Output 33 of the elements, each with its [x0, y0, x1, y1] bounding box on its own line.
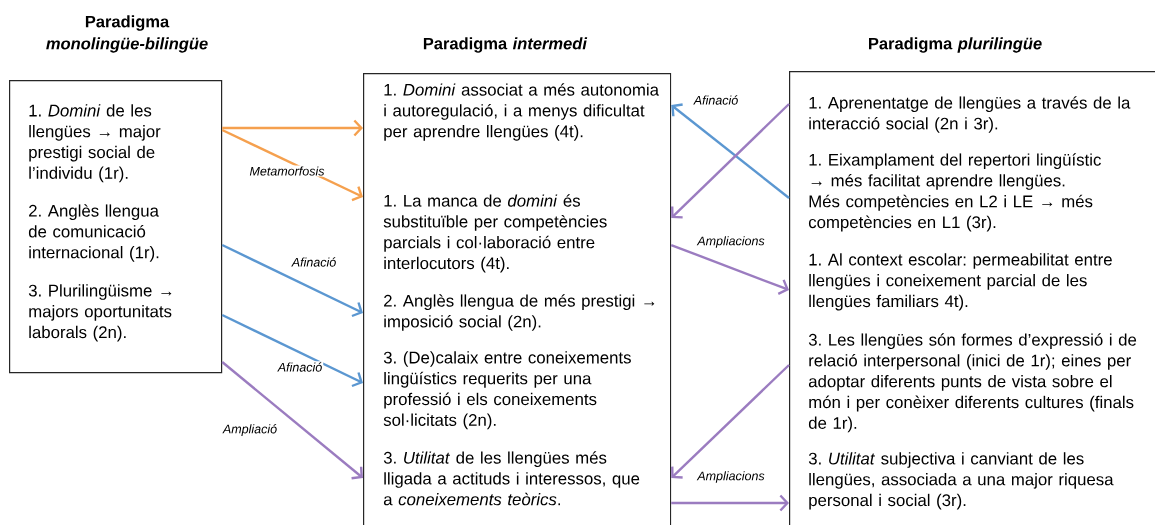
- arrow: [221, 313, 363, 388]
- list-item: 2. Anglès llengua de més prestigi → imposició social (2n).: [384, 294, 655, 331]
- column-heading: Paradigma monolingüe-bilingüe: [46, 15, 208, 53]
- list-item: 3. Utilitat subjectiva i canviant de les llengües, associada a una major riquesa personal i social (3r).: [808, 452, 1114, 510]
- arrow: [222, 119, 363, 137]
- column-heading: Paradigma plurilingüe: [869, 37, 1042, 53]
- list-item: 1. Aprenentatge de llengües a través de la interacció social (2n i 3r).: [809, 96, 1131, 133]
- edge-label: Metamorfosis: [248, 165, 326, 177]
- edge-label: Afinació: [692, 94, 740, 106]
- edge-label: Ampliacions: [696, 470, 766, 484]
- list-item: 1. La manca de domini és substituïble per competències parcials i col·laboració entre interlocutors (4t).: [383, 194, 607, 273]
- arrow: [671, 103, 790, 219]
- arrow: [671, 364, 790, 479]
- list-item: 1. Eixamplament del repertori lingüístic → més facilitat aprendre llengües. Més competències en L2 i LE → més competències en L1 (3r).: [808, 153, 1101, 232]
- edge-label: Ampliació: [221, 423, 279, 437]
- column-heading: Paradigma intermedi: [423, 37, 588, 53]
- arrow: [221, 361, 363, 480]
- arrow: [670, 243, 789, 295]
- list-item: 2. Anglès llengua de comunicació internacional (1r).: [28, 204, 159, 262]
- arrow: [221, 243, 363, 318]
- edge-label: Afinació: [276, 361, 324, 373]
- arrow: [671, 494, 789, 512]
- list-item: 1. Domini associat a més autonomia i autoregulació, i a menys dificultat per aprendre llengües (4t).: [384, 83, 659, 141]
- arrow: [221, 128, 363, 202]
- list-item: 3. Les llengües són formes d’expressió i de relació interpersonal (inici de 1r); eines per adoptar diferents punts de vista sobre el món i per conèixer diferents cultures (finals de 1r).: [808, 333, 1137, 433]
- edge-label: Afinació: [290, 256, 338, 268]
- list-item: 1. Domini de les llengües → major prestigi social de l’individu (1r).: [29, 104, 161, 183]
- list-item: 1. Al context escolar: permeabilitat entre llengües i coneixement parcial de les llengües familiars 4t).: [809, 253, 1112, 311]
- list-item: 3. Utilitat de les llengües més lligada a actituds i interessos, que a coneixements teòrics.: [383, 451, 640, 506]
- edge-label: Ampliacions: [696, 235, 766, 249]
- arrow: [671, 103, 790, 199]
- list-item: 3. Plurilingüisme → majors oportunitats laborals (2n).: [28, 284, 172, 342]
- list-item: 3. (De)calaix entre coneixements lingüístics requerits per una professió i els coneixements sol·licitats (2n).: [383, 351, 631, 430]
